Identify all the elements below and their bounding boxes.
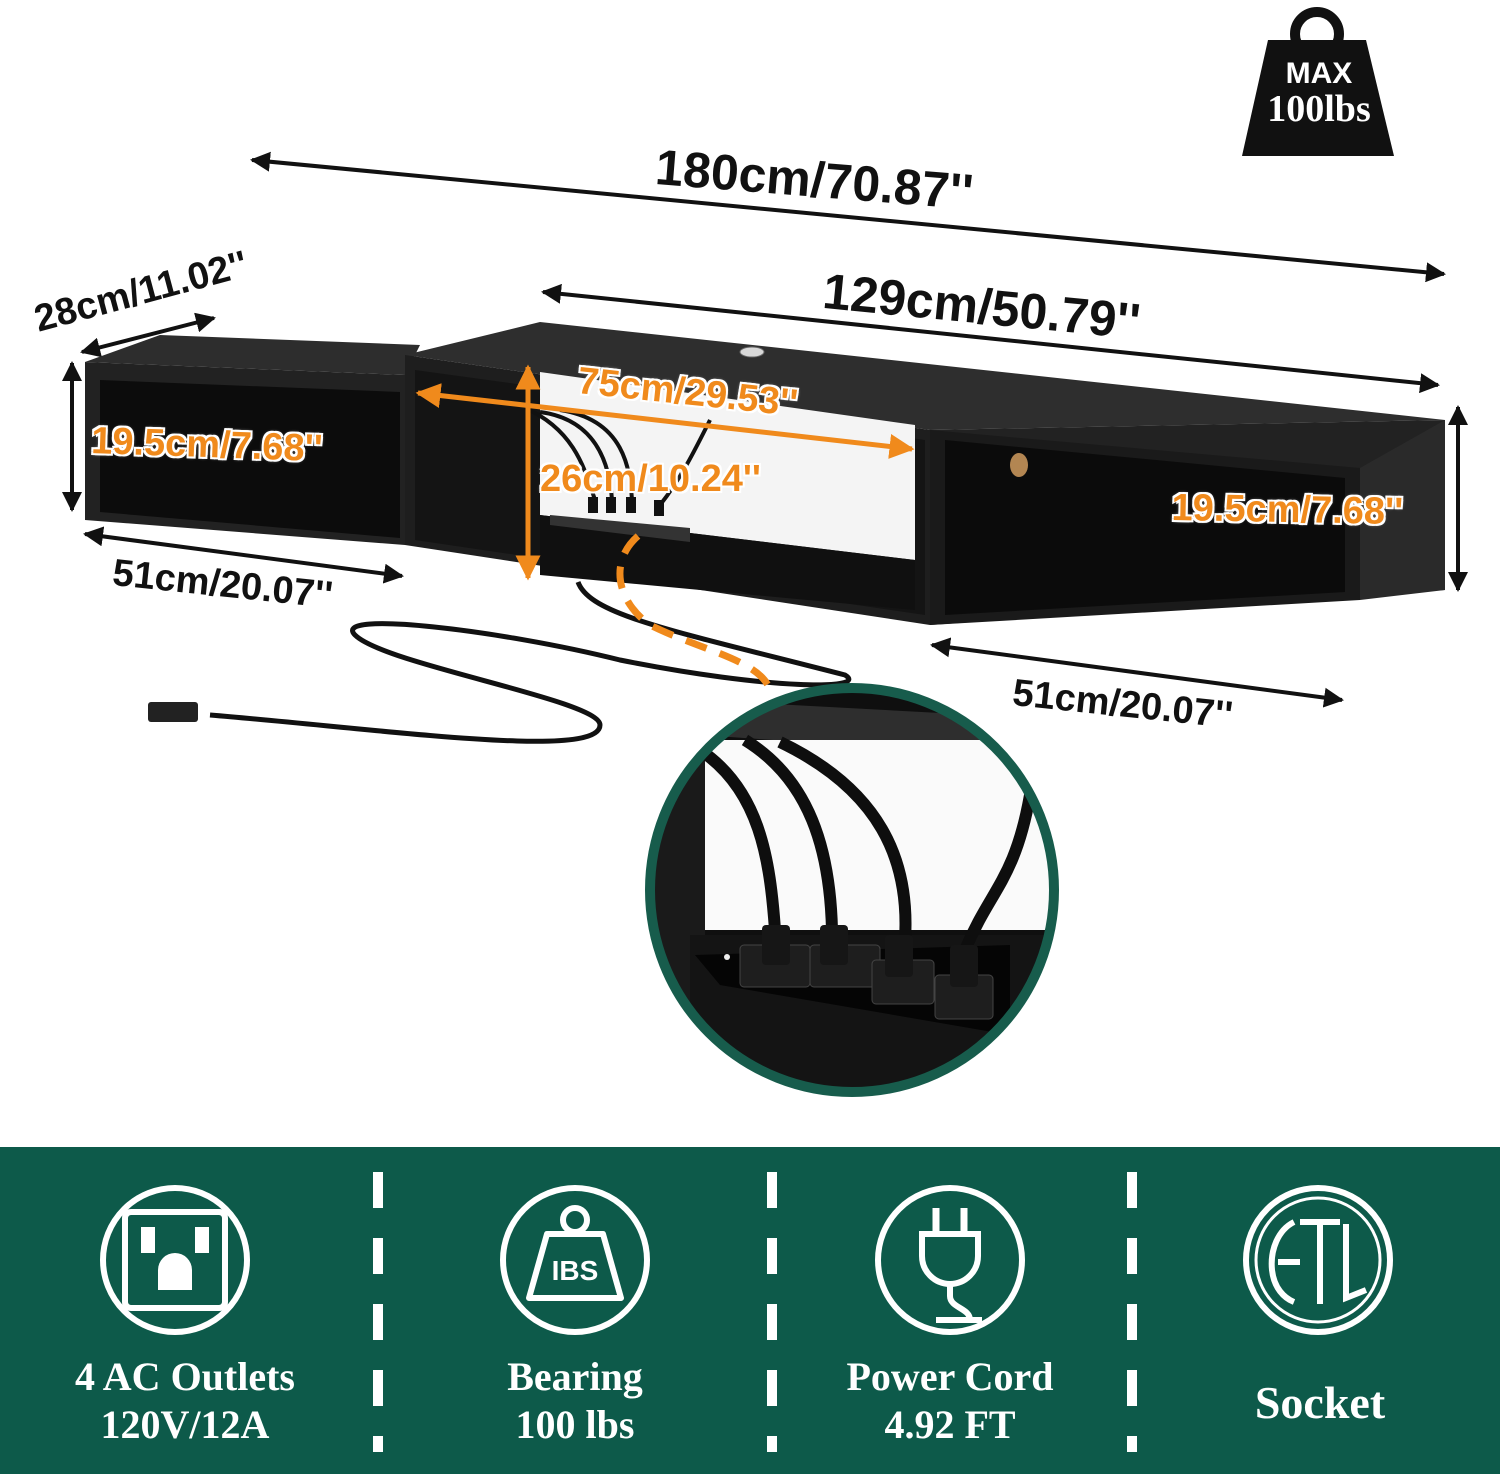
feature-ac-outlets-label: 4 AC Outlets 120V/12A — [0, 1353, 370, 1449]
weight-ibs-icon-text: IBS — [552, 1255, 599, 1286]
etl-icon — [1243, 1185, 1393, 1335]
feature-line-2: 100 lbs — [515, 1402, 635, 1447]
feature-divider — [1127, 1172, 1137, 1452]
feature-socket: Socket — [1140, 1147, 1500, 1474]
open-width-arrow — [415, 383, 915, 459]
feature-bearing-label: Bearing 100 lbs — [385, 1353, 765, 1449]
middle-length-arrow — [541, 283, 1440, 394]
weight-max-value: 100lbs — [1267, 87, 1371, 130]
feature-line-1: Socket — [1254, 1377, 1386, 1428]
ethernet-plug — [148, 702, 198, 722]
total-length-arrow — [250, 151, 1446, 283]
right-height-label: 19.5cm/7.68'' — [1171, 487, 1404, 534]
feature-bearing: IBS Bearing 100 lbs — [385, 1147, 765, 1474]
power-strip-zoom — [645, 683, 1059, 1097]
weight-max-label: MAX — [1285, 57, 1353, 90]
feature-line-1: Power Cord — [846, 1354, 1054, 1399]
left-length-arrow — [83, 526, 404, 584]
feature-line-2: 4.92 FT — [884, 1402, 1016, 1447]
power-plug-icon — [875, 1185, 1025, 1335]
feature-ac-outlets: 4 AC Outlets 120V/12A — [0, 1147, 370, 1474]
weight-badge-text: MAX 100lbs — [1244, 58, 1394, 129]
open-height-label: 26cm/10.24'' — [540, 458, 761, 500]
feature-divider — [373, 1172, 383, 1452]
left-height-label: 19.5cm/7.68'' — [90, 420, 324, 471]
feature-divider — [767, 1172, 777, 1452]
weight-badge-icon — [1242, 7, 1394, 156]
depth-arrow — [80, 312, 216, 358]
feature-line-1: Bearing — [507, 1354, 643, 1399]
features-banner — [0, 1147, 1500, 1474]
feature-socket-label: Socket — [1140, 1379, 1500, 1427]
power-cord — [209, 580, 852, 744]
feature-line-1: 4 AC Outlets — [75, 1354, 295, 1399]
shelf-illustration — [62, 7, 1468, 1097]
feature-line-2: 120V/12A — [100, 1402, 270, 1447]
feature-power-cord-label: Power Cord 4.92 FT — [780, 1353, 1120, 1449]
weight-ibs-icon: IBS — [500, 1185, 650, 1335]
right-length-arrow — [930, 637, 1344, 708]
ac-outlet-icon — [100, 1185, 250, 1335]
feature-power-cord: Power Cord 4.92 FT — [780, 1147, 1120, 1474]
